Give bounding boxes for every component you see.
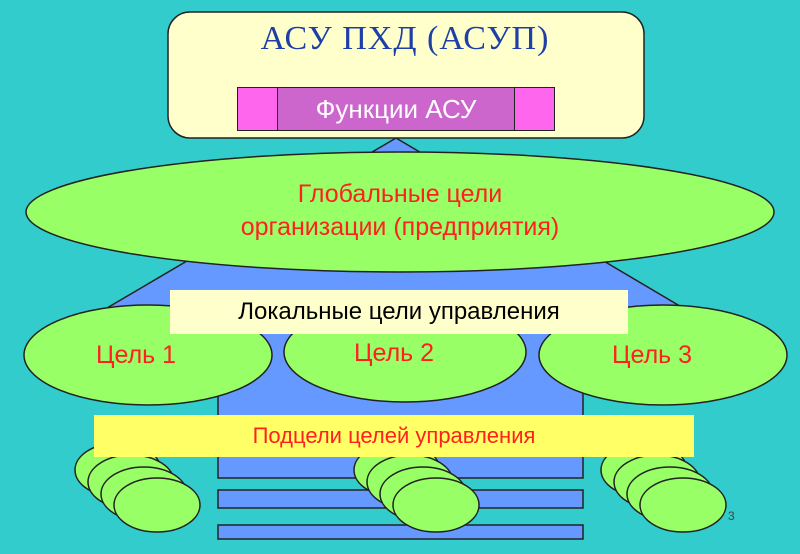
functions-label: Функции АСУ (278, 88, 514, 130)
goal-2-label: Цель 2 (354, 339, 435, 367)
goal-3-label: Цель 3 (612, 341, 693, 369)
subgoals-label: Подцели целей управления (94, 415, 694, 457)
functions-box-right-segment (514, 88, 554, 130)
level-bar-2 (217, 524, 584, 540)
page-number: 3 (728, 509, 735, 523)
functions-box-left-segment (238, 88, 278, 130)
goal-1-label: Цель 1 (96, 341, 177, 369)
global-goals-text: Глобальные цели организации (предприятия… (150, 178, 650, 244)
functions-box: Функции АСУ (237, 87, 555, 131)
system-title: АСУ ПХД (АСУП) (260, 20, 550, 57)
global-goals-line-2: организации (предприятия) (240, 213, 560, 241)
global-goals-line-1: Глобальные цели (297, 180, 503, 208)
global-goals-ellipse (25, 151, 775, 273)
local-goals-label: Локальные цели управления (170, 290, 628, 334)
